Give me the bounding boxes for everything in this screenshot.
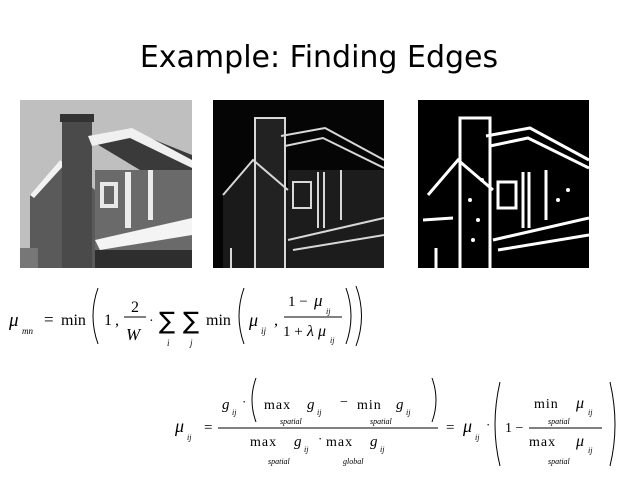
formula-symbol: ij (588, 446, 593, 455)
formula-symbol: ij (232, 408, 237, 417)
mu-symbol: μ (8, 310, 19, 331)
formula-symbol: 2 (131, 299, 139, 316)
formula-symbol: 1 + (283, 324, 303, 340)
formula-symbol: ∑ (159, 307, 175, 335)
formula-symbol: i (167, 338, 170, 348)
formula-symbol: μ (248, 310, 258, 330)
formula-symbol: 1 − (505, 421, 524, 436)
formula-symbol: μ (317, 323, 326, 340)
formula-symbol: W (126, 325, 142, 344)
formula-symbol: min (61, 312, 86, 329)
formula-symbol: μ (575, 395, 584, 412)
formula-symbol: global (343, 457, 364, 466)
formula-symbol: 1 − (288, 294, 308, 310)
formula-symbol: j (189, 338, 193, 348)
formula-symbol: ij (588, 408, 593, 417)
original-house-image (20, 100, 192, 268)
formula-symbol: spatial (370, 417, 393, 426)
formula-symbol: min (206, 312, 231, 329)
formula-symbol: ij (317, 408, 322, 417)
formula-symbol: spatial (268, 457, 291, 466)
formula-symbol: g (396, 397, 404, 413)
formula-symbol: , (115, 312, 119, 329)
formula-symbol: spatial (548, 417, 571, 426)
formula-symbol: · (318, 431, 322, 446)
formula-symbol: , (274, 312, 278, 329)
formula-symbol: ij (380, 445, 385, 454)
formula-symbol: = (44, 310, 54, 329)
formula-symbol: min (534, 397, 559, 412)
formula-symbol: μ (174, 416, 184, 436)
formula-symbol: − (340, 395, 348, 410)
formula-symbol: g (307, 397, 315, 413)
formula-symbol: μ (575, 433, 584, 450)
formula-symbol: max (326, 435, 353, 450)
formula-symbol: · (149, 314, 154, 329)
formula-symbol: 1 (104, 312, 112, 329)
formula-symbol: max (264, 398, 291, 413)
formula-symbol: ij (406, 408, 411, 417)
formula-symbol: ij (475, 433, 480, 442)
formula-symbol: ∑ (183, 307, 199, 335)
formula-symbol: μ (462, 416, 472, 436)
formula-symbol: μ (313, 291, 323, 310)
formula-symbol: ij (330, 336, 335, 345)
slide-title: Example: Finding Edges (139, 40, 499, 75)
formula-symbol: ij (304, 445, 309, 454)
formula-symbol: min (357, 398, 382, 413)
formula-symbol: = (446, 420, 454, 436)
formula-symbol: max (250, 435, 277, 450)
formula-symbol: g (370, 434, 378, 450)
formula-symbol: spatial (548, 457, 571, 466)
formula-symbol: spatial (280, 417, 303, 426)
formula-symbol: ij (326, 307, 331, 316)
formula-symbol: ij (187, 433, 192, 442)
formula-symbol: ij (261, 326, 267, 336)
binary-edges-house-image (418, 100, 589, 268)
formula-symbol: · (486, 417, 490, 432)
formula-symbol: g (294, 434, 302, 450)
formula-symbol: λ (306, 323, 314, 340)
gradient-house-image (213, 100, 384, 268)
formula-symbol: · (242, 394, 246, 409)
formula-symbol: g (222, 397, 230, 413)
formula-symbol: = (204, 420, 212, 436)
formula-symbol: mn (22, 326, 33, 336)
formula-symbol: max (529, 435, 556, 450)
